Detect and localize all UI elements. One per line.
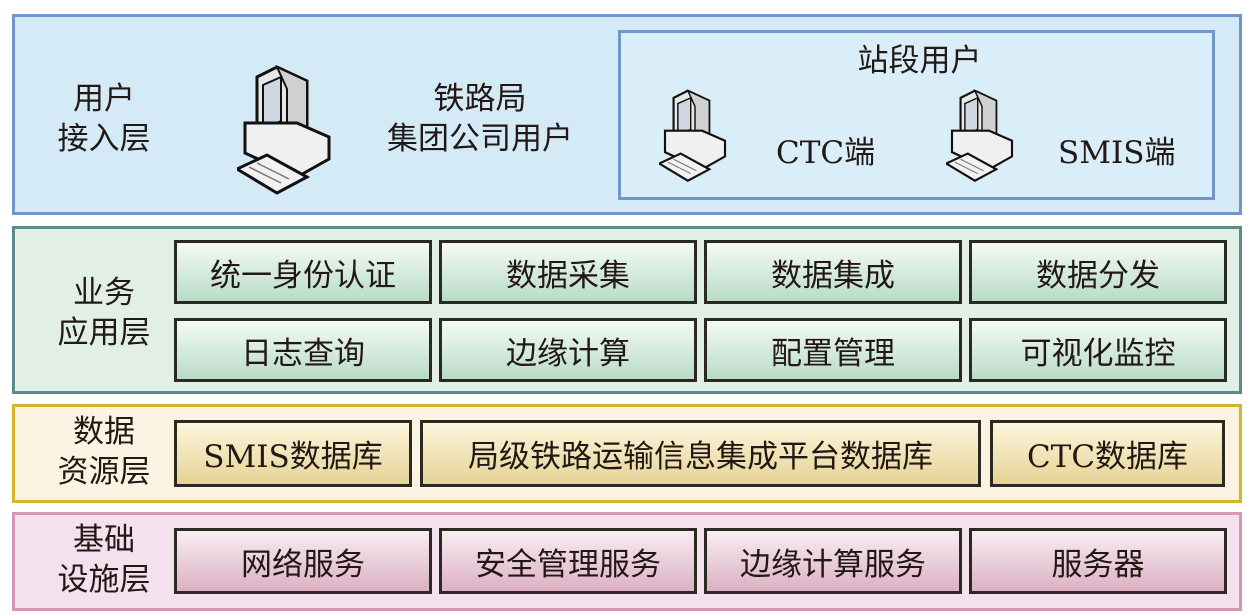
database-box: CTC数据库 [990,420,1225,487]
layer-label: 数据资源层 [29,412,179,492]
layer-label: 基础设施层 [29,520,179,600]
service-box: 服务器 [969,528,1227,594]
layer-label: 业务应用层 [29,273,179,353]
module-box: 边缘计算 [439,318,697,382]
label-line: 数据 [73,414,135,450]
module-box: 日志查询 [174,318,432,382]
computer-icon [946,89,1014,182]
layer-label: 用户接入层 [29,79,179,159]
label-line: 资源层 [57,454,151,490]
label-line: 用户 [73,81,135,117]
service-box: 边缘计算服务 [704,528,962,594]
computer-icon [659,89,727,182]
module-box: 数据分发 [969,240,1227,304]
label-line: 业务 [73,275,135,311]
service-box: 安全管理服务 [439,528,697,594]
computer-icon [237,65,331,195]
bureau-user-label: 铁路局集团公司用户 [370,79,590,159]
label-line: 铁路局 [433,81,527,117]
label-line: 接入层 [57,121,151,157]
module-box: 配置管理 [704,318,962,382]
ctc-client-label: CTC端 [776,135,876,171]
station-user-title: 站段用户 [857,43,982,79]
label-line: 设施层 [57,562,151,598]
database-box: SMIS数据库 [174,420,412,487]
label-line: 基础 [73,522,135,558]
module-box: 数据集成 [704,240,962,304]
service-box: 网络服务 [174,528,432,594]
user-access-layer: 用户接入层 铁路局集团公司用户 站段用户 CTC端 SMIS端 [12,14,1242,215]
label-line: 集团公司用户 [387,121,573,157]
module-box: 统一身份认证 [174,240,432,304]
smis-client-label: SMIS端 [1058,135,1176,171]
module-box: 数据采集 [439,240,697,304]
database-box: 局级铁路运输信息集成平台数据库 [420,420,981,487]
label-line: 应用层 [57,315,151,351]
station-user-group: 站段用户 CTC端 SMIS端 [618,30,1215,200]
module-box: 可视化监控 [969,318,1227,382]
